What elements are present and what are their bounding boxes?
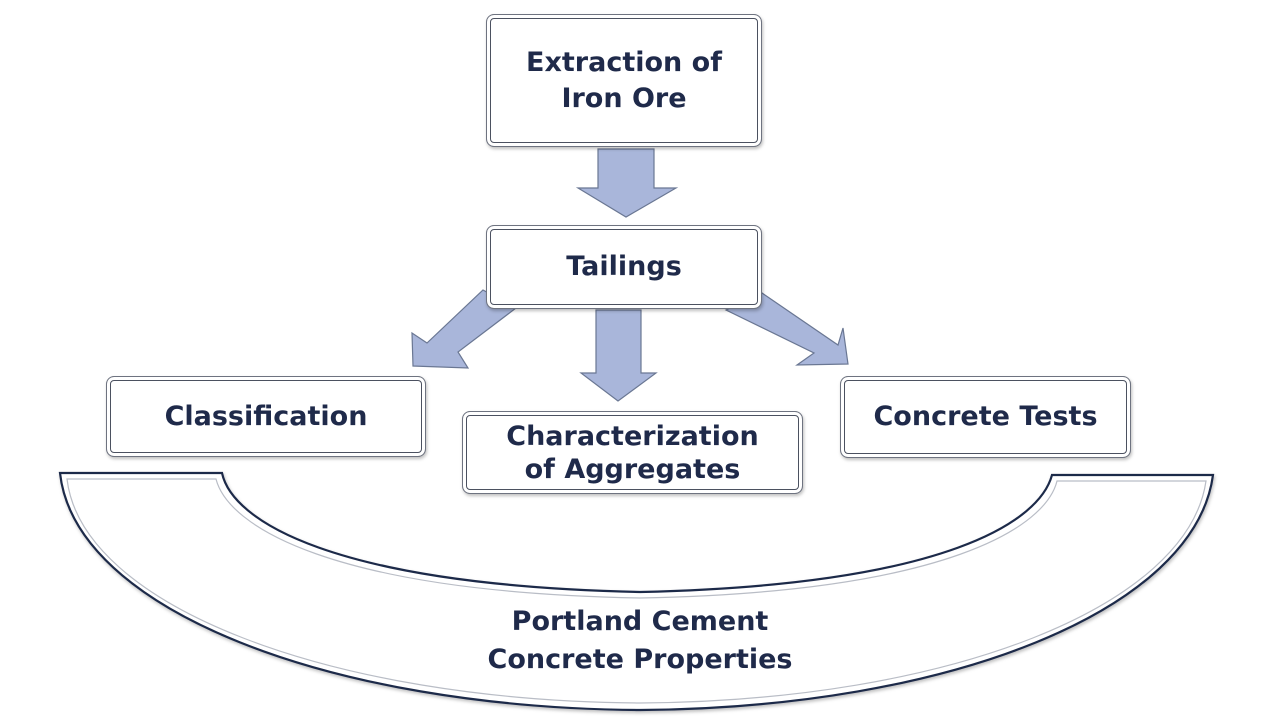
node-label: Characterization of Aggregates xyxy=(506,420,759,485)
arrow-down-left-icon xyxy=(411,289,518,369)
node-label: Tailings xyxy=(566,251,682,282)
node-extraction-of-iron-ore: Extraction of Iron Ore xyxy=(486,14,762,147)
node-label: Classification xyxy=(164,400,368,432)
arrow-down-right-icon xyxy=(724,292,849,366)
node-concrete-tests: Concrete Tests xyxy=(840,376,1131,458)
arrow-down-icon xyxy=(579,309,658,402)
node-characterization-of-aggregates: Characterization of Aggregates xyxy=(462,411,803,494)
node-tailings: Tailings xyxy=(486,225,762,309)
arrow-down-icon xyxy=(575,148,679,218)
node-label: Extraction of Iron Ore xyxy=(526,46,722,114)
properties-arc-shape xyxy=(58,471,1215,712)
node-classification: Classification xyxy=(106,376,426,457)
node-label: Concrete Tests xyxy=(873,401,1098,432)
node-portland-cement-concrete-properties: Portland Cement Concrete Properties xyxy=(487,606,793,675)
